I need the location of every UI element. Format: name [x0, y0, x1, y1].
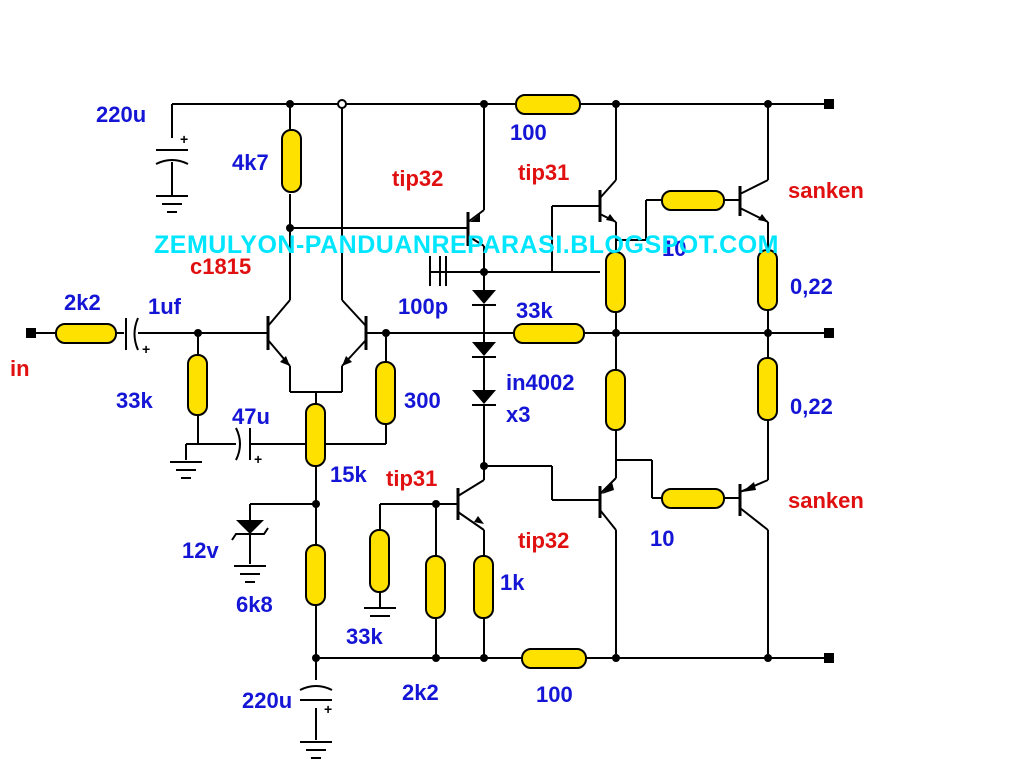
label-in: in: [10, 356, 30, 381]
resistor-15k: [305, 403, 326, 467]
resistor-100-top: [515, 94, 581, 115]
label-cap-220u-bottom: 220u: [242, 688, 292, 713]
label-tip31-bottom: tip31: [386, 466, 437, 491]
svg-text:+: +: [324, 701, 332, 717]
svg-text:+: +: [180, 131, 188, 147]
label-6k8: 6k8: [236, 592, 273, 617]
label-100-top: 100: [510, 120, 547, 145]
label-1k: 1k: [500, 570, 525, 595]
terminals: [26, 99, 834, 663]
transistor-c1815-left: [266, 299, 291, 367]
resistor-300: [375, 361, 396, 425]
diode-2: [472, 342, 496, 358]
label-cap-220u-top: 220u: [96, 102, 146, 127]
diode-1: [472, 282, 496, 306]
transistor-tip31-top: [598, 179, 617, 223]
label-0-22-bottom: 0,22: [790, 394, 833, 419]
label-sanken-top: sanken: [788, 178, 864, 203]
diodes: [231, 282, 496, 541]
resistor-driver-top: [605, 251, 626, 313]
resistor-33k-bias: [187, 354, 208, 416]
capacitor-100p: [429, 256, 441, 286]
label-1uf: 1uf: [148, 294, 182, 319]
capacitors: + + + +: [125, 131, 441, 717]
label-33k-bottom: 33k: [346, 624, 383, 649]
resistor-0-22-top: [757, 249, 778, 311]
label-tip32-bottom: tip32: [518, 528, 569, 553]
label-300: 300: [404, 388, 441, 413]
diode-3: [472, 390, 496, 406]
label-x3: x3: [506, 402, 530, 427]
resistor-2k2-bottom: [425, 555, 446, 619]
capacitor-220u-bottom: +: [299, 685, 333, 717]
capacitor-1uf: +: [125, 317, 150, 357]
capacitor-220u-top: +: [155, 131, 189, 165]
resistor-10-top: [661, 190, 725, 211]
label-2k2-input: 2k2: [64, 290, 101, 315]
resistor-0-22-bottom: [757, 357, 778, 421]
resistor-33k-bottom: [369, 529, 390, 593]
ground-zener: [234, 565, 266, 583]
ground-top-cap: [156, 195, 188, 213]
resistor-4k7: [281, 129, 302, 193]
label-c1815: c1815: [190, 254, 251, 279]
resistor-1k: [473, 555, 494, 619]
resistor-100-bottom: [521, 648, 587, 669]
label-47u: 47u: [232, 404, 270, 429]
capacitor-47u: +: [235, 427, 262, 467]
transistor-sanken-top: [738, 179, 769, 223]
ground-33k-bottom: [364, 607, 396, 617]
ground-bottom-cap: [300, 741, 332, 759]
label-2k2-bottom: 2k2: [402, 680, 439, 705]
label-33k-bias: 33k: [116, 388, 153, 413]
label-4k7: 4k7: [232, 150, 269, 175]
label-tip32-top: tip32: [392, 166, 443, 191]
resistor-driver-bottom: [605, 369, 626, 431]
label-10-bottom: 10: [650, 526, 674, 551]
transistor-c1815-right: [341, 299, 368, 367]
transistor-tip32-top: [466, 209, 485, 247]
ground-symbols: [156, 195, 396, 759]
label-12v: 12v: [182, 538, 219, 563]
label-sanken-bottom: sanken: [788, 488, 864, 513]
label-15k: 15k: [330, 462, 367, 487]
zener-diode-12v: [231, 520, 269, 541]
input-terminal: [26, 328, 36, 338]
transistor-sanken-bottom: [738, 479, 769, 531]
watermark-text: ZEMULYON-PANDUANREPARASI.BLOGSPOT.COM: [154, 231, 779, 259]
label-33k-feedback: 33k: [516, 298, 553, 323]
resistors: [55, 94, 778, 669]
resistor-2k2-input: [55, 323, 117, 344]
label-10-top: 10: [662, 236, 686, 261]
transistor-tip31-bottom: [456, 479, 485, 531]
svg-text:+: +: [254, 451, 262, 467]
label-tip31-top: tip31: [518, 160, 569, 185]
label-100-bottom: 100: [536, 682, 573, 707]
ground-bias: [170, 461, 202, 479]
label-100p: 100p: [398, 294, 448, 319]
transistor-tip32-bottom: [598, 477, 617, 531]
svg-text:+: +: [142, 341, 150, 357]
junction-dots: [194, 99, 772, 662]
resistor-10-bottom: [661, 488, 725, 509]
label-in4002: in4002: [506, 370, 575, 395]
resistor-33k-feedback: [513, 323, 585, 344]
transistors: [266, 179, 769, 531]
resistor-6k8: [305, 544, 326, 606]
component-labels: 220u 4k7 tip32 tip31 100 sanken c1815 10…: [10, 102, 864, 713]
label-0-22-top: 0,22: [790, 274, 833, 299]
